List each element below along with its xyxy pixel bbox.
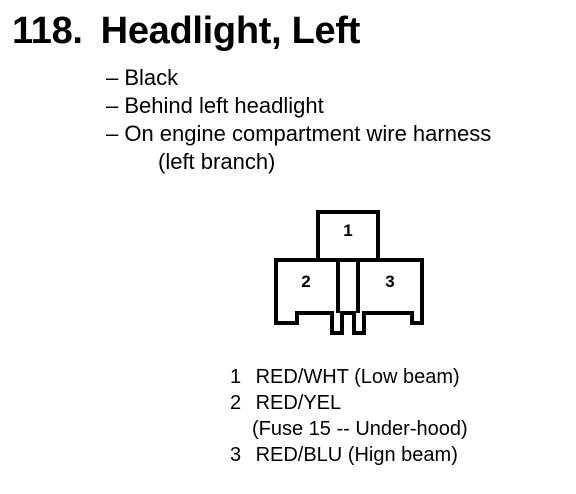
pin-wire: RED/BLU (Hign beam) xyxy=(255,444,458,466)
pin-note: (Fuse 15 -- Under-hood) xyxy=(252,418,468,440)
component-description: – Black – Behind left headlight – On eng… xyxy=(106,64,491,176)
pin-row-3: 3 RED/BLU (Hign beam) xyxy=(230,442,468,468)
connector-body-outline xyxy=(274,258,424,335)
component-title: 118. Headlight, Left xyxy=(12,10,360,53)
description-harness: – On engine compartment wire harness xyxy=(106,121,492,146)
pin-wire: RED/YEL xyxy=(255,392,342,414)
description-color: – Black xyxy=(106,65,179,90)
description-location: – Behind left headlight xyxy=(106,93,324,118)
component-number: 118. xyxy=(12,10,83,52)
pin-row-1: 1 RED/WHT (Low beam) xyxy=(230,364,468,390)
connector-center-divider xyxy=(336,260,360,313)
cavity-label-1: 1 xyxy=(343,221,352,240)
connector-diagram: 1 2 3 xyxy=(274,210,424,335)
pin-list: 1 RED/WHT (Low beam) 2 RED/YEL (Fuse 15 … xyxy=(230,364,468,468)
pin-number: 2 xyxy=(230,392,242,414)
pin-number: 1 xyxy=(230,366,242,388)
cavity-label-2: 2 xyxy=(301,272,310,291)
pin-wire: RED/WHT (Low beam) xyxy=(255,366,460,388)
description-branch: (left branch) xyxy=(158,149,276,174)
cavity-label-3: 3 xyxy=(385,272,394,291)
component-name: Headlight, Left xyxy=(100,10,361,52)
pin-row-2: 2 RED/YEL xyxy=(230,390,468,416)
pin-number: 3 xyxy=(230,444,242,466)
connector-top-tab xyxy=(316,210,380,260)
